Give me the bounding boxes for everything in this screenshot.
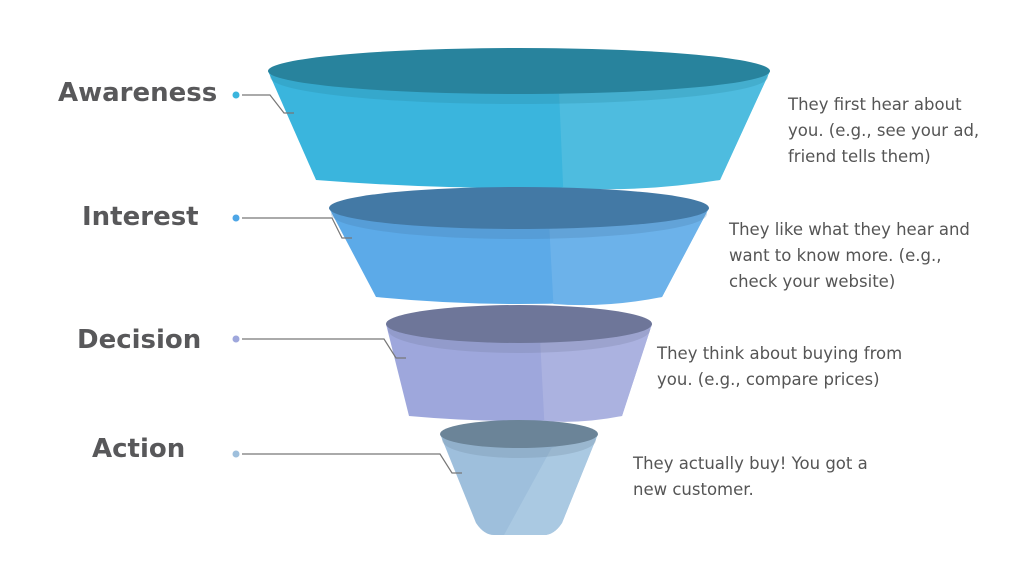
- stage-label-interest: Interest: [82, 202, 199, 232]
- funnel-highlight-0: [559, 71, 770, 190]
- connector-dot-3: [232, 450, 240, 458]
- connector-dot-2: [232, 335, 240, 343]
- funnel-highlight-3: [504, 434, 598, 535]
- funnel-highlight-2: [540, 324, 652, 422]
- connector-line-0: [242, 94, 294, 114]
- connector-line-2: [242, 338, 406, 359]
- funnel-highlight-1: [549, 208, 709, 306]
- stage-label-decision: Decision: [77, 325, 202, 355]
- connector-line-3: [242, 453, 462, 474]
- stage-label-action: Action: [92, 434, 186, 464]
- stage-label-awareness: Awareness: [58, 78, 218, 108]
- stage-description-decision: They think about buying from you. (e.g.,…: [657, 344, 903, 389]
- stage-description-action: They actually buy! You got a new custome…: [633, 454, 868, 499]
- connector-dot-1: [232, 214, 240, 222]
- funnel-top-ellipse-3: [440, 420, 598, 448]
- stage-description-interest: They like what they hear and want to kno…: [729, 220, 970, 291]
- funnel-top-ellipse-2: [386, 305, 652, 343]
- stage-description-awareness: They first hear about you. (e.g., see yo…: [788, 95, 980, 166]
- funnel-top-ellipse-0: [268, 48, 770, 94]
- connector-line-1: [242, 217, 352, 239]
- funnel-top-ellipse-1: [329, 187, 709, 229]
- connector-dot-0: [232, 91, 240, 99]
